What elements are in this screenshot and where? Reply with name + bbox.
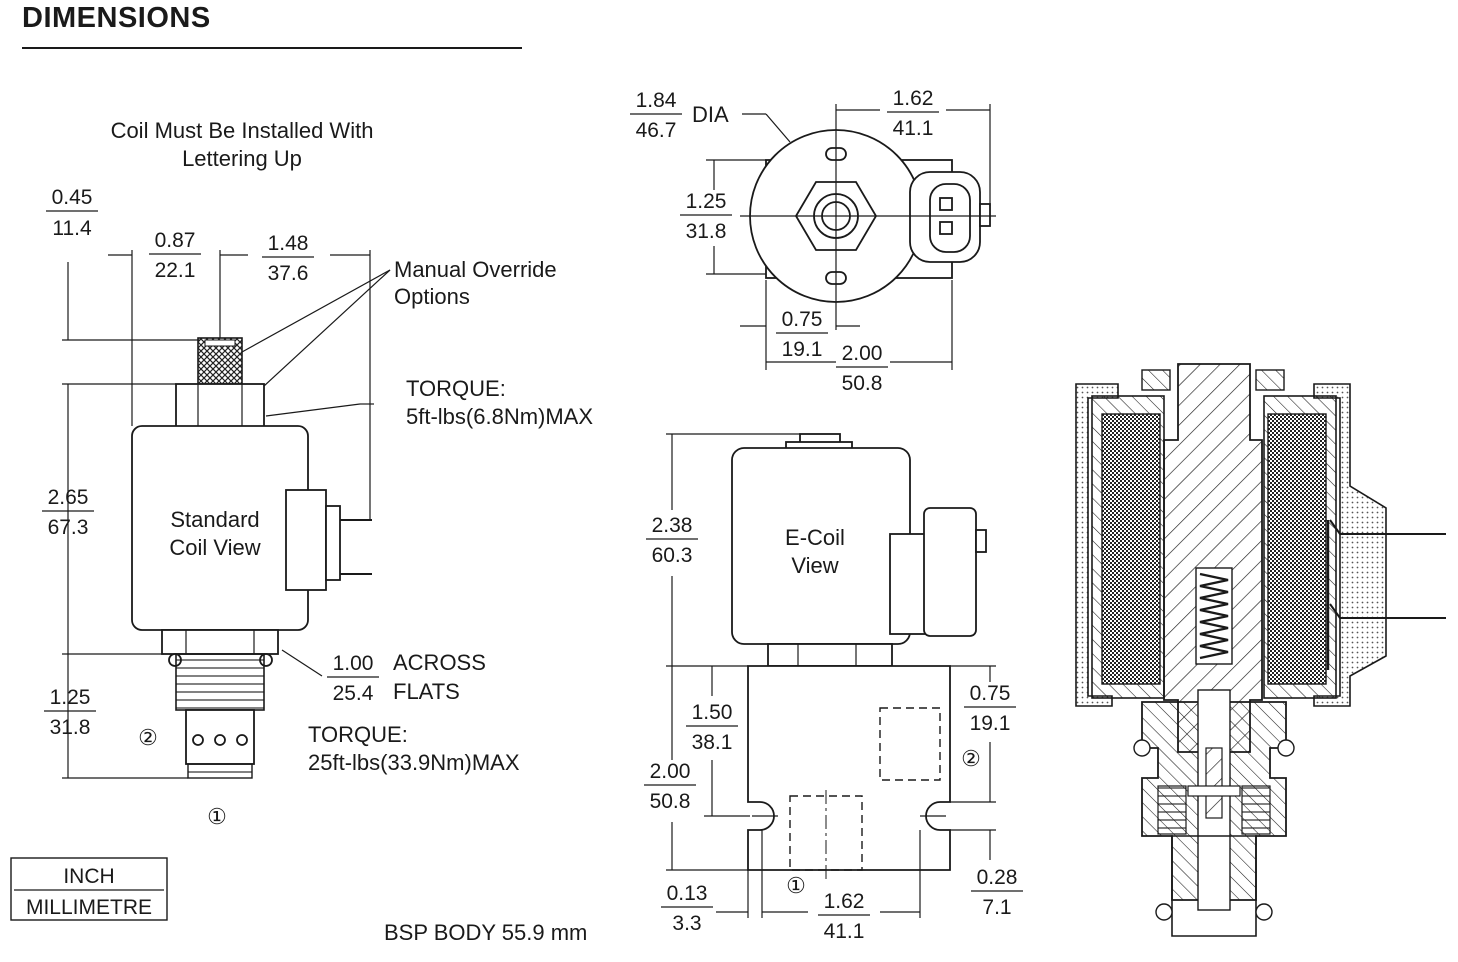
dim-2.00-top: 2.00 50.8	[836, 342, 888, 395]
coil-install-note-line2: Lettering Up	[182, 146, 302, 171]
ecoil-top-view	[706, 104, 996, 370]
torque-body-label: TORQUE:	[308, 722, 408, 747]
svg-text:2.00: 2.00	[842, 342, 883, 365]
port-1-symbol-body: ①	[786, 873, 806, 898]
coil-nut	[175, 383, 265, 429]
dim-1.48: 1.48 37.6	[262, 232, 314, 285]
valve-body-block	[747, 665, 951, 871]
dim-1.62-top: 1.62 41.1	[887, 87, 939, 140]
svg-text:1.62: 1.62	[893, 87, 934, 110]
ecoil-label-line2: View	[791, 553, 838, 578]
svg-text:19.1: 19.1	[970, 712, 1011, 735]
svg-text:3.3: 3.3	[672, 912, 701, 935]
dim-1.50: 1.50 38.1	[686, 701, 738, 754]
svg-text:0.45: 0.45	[52, 186, 93, 209]
svg-text:31.8: 31.8	[686, 220, 727, 243]
svg-text:19.1: 19.1	[782, 338, 823, 361]
svg-text:1.84: 1.84	[636, 89, 677, 112]
svg-text:FLATS: FLATS	[393, 679, 460, 704]
svg-text:46.7: 46.7	[636, 119, 677, 142]
svg-text:1.50: 1.50	[692, 701, 733, 724]
svg-text:38.1: 38.1	[692, 731, 733, 754]
svg-text:0.13: 0.13	[667, 882, 708, 905]
svg-text:41.1: 41.1	[893, 117, 934, 140]
manual-override-label-line2: Options	[394, 284, 470, 309]
svg-text:0.28: 0.28	[977, 866, 1018, 889]
ecoil-side-view: E-Coil View ① ②	[666, 433, 996, 918]
units-legend: INCH MILLIMETRE	[10, 857, 168, 921]
standard-coil-label-line2: Coil View	[169, 535, 260, 560]
page-title: DIMENSIONS	[22, 2, 211, 34]
dim-1.25-top: 1.25 31.8	[680, 190, 732, 243]
cross-section-view	[1075, 363, 1446, 937]
svg-text:2.38: 2.38	[652, 514, 693, 537]
svg-text:67.3: 67.3	[48, 516, 89, 539]
svg-text:2.00: 2.00	[650, 760, 691, 783]
svg-text:0.87: 0.87	[155, 229, 196, 252]
standard-coil-view: Coil Must Be Installed With Lettering Up…	[62, 118, 391, 829]
dim-2.00-body: 2.00 50.8	[644, 760, 696, 813]
coil-install-note-line1: Coil Must Be Installed With	[111, 118, 374, 143]
svg-text:2.65: 2.65	[48, 486, 89, 509]
svg-text:25.4: 25.4	[333, 682, 374, 705]
dim-2.38: 2.38 60.3	[646, 514, 698, 567]
port-2-symbol-body: ②	[961, 746, 981, 771]
torque-coil-label: TORQUE:	[406, 376, 506, 401]
coil-winding-right	[1267, 413, 1327, 685]
torque-coil-value: 5ft-lbs(6.8Nm)MAX	[406, 404, 593, 429]
spring	[1199, 572, 1229, 660]
dim-1.00-across-flats: 1.00 25.4 ACROSS FLATS	[327, 650, 486, 705]
svg-text:0.75: 0.75	[782, 308, 823, 331]
dim-1.25-side: 1.25 31.8	[44, 686, 96, 739]
svg-text:ACROSS: ACROSS	[393, 650, 486, 675]
dim-0.87: 0.87 22.1	[149, 229, 201, 282]
valve-thread	[175, 653, 265, 711]
svg-text:1.62: 1.62	[824, 890, 865, 913]
dim-1.62-body: 1.62 41.1	[818, 890, 870, 943]
svg-text:50.8: 50.8	[650, 790, 691, 813]
dim-1.84-dia: 1.84 46.7 DIA	[630, 89, 729, 142]
svg-text:1.48: 1.48	[268, 232, 309, 255]
torque-body-value: 25ft-lbs(33.9Nm)MAX	[308, 750, 520, 775]
svg-text:7.1: 7.1	[982, 896, 1011, 919]
svg-text:41.1: 41.1	[824, 920, 865, 943]
svg-text:31.8: 31.8	[50, 716, 91, 739]
dim-0.13: 0.13 3.3	[661, 882, 713, 935]
ecoil-label-line1: E-Coil	[785, 525, 845, 550]
coil-winding-left	[1101, 413, 1161, 685]
dim-2.65: 2.65 67.3	[42, 486, 94, 539]
svg-text:1.25: 1.25	[686, 190, 727, 213]
svg-text:22.1: 22.1	[155, 259, 196, 282]
title-rule	[22, 47, 522, 49]
port-1-symbol: ①	[207, 804, 227, 829]
svg-text:1.25: 1.25	[50, 686, 91, 709]
bsp-body-note: BSP BODY 55.9 mm	[384, 920, 587, 945]
valve-hex	[161, 629, 279, 655]
svg-text:60.3: 60.3	[652, 544, 693, 567]
svg-text:1.00: 1.00	[333, 652, 374, 675]
dim-0.75-body: 0.75 19.1	[964, 682, 1016, 735]
units-legend-mm: MILLIMETRE	[26, 896, 152, 919]
standard-coil-label-line1: Standard	[170, 507, 259, 532]
dim-0.75-top: 0.75 19.1	[776, 308, 828, 361]
svg-text:37.6: 37.6	[268, 262, 309, 285]
dim-0.28: 0.28 7.1	[971, 866, 1023, 919]
coil-connector	[285, 489, 327, 591]
manual-override-label-line1: Manual Override	[394, 257, 557, 282]
svg-text:50.8: 50.8	[842, 372, 883, 395]
svg-text:0.75: 0.75	[970, 682, 1011, 705]
port-2-symbol: ②	[138, 725, 158, 750]
units-legend-inch: INCH	[63, 865, 114, 888]
dim-0.45: 0.45 11.4	[46, 186, 98, 240]
svg-text:DIA: DIA	[692, 102, 729, 127]
svg-text:11.4: 11.4	[52, 217, 92, 240]
